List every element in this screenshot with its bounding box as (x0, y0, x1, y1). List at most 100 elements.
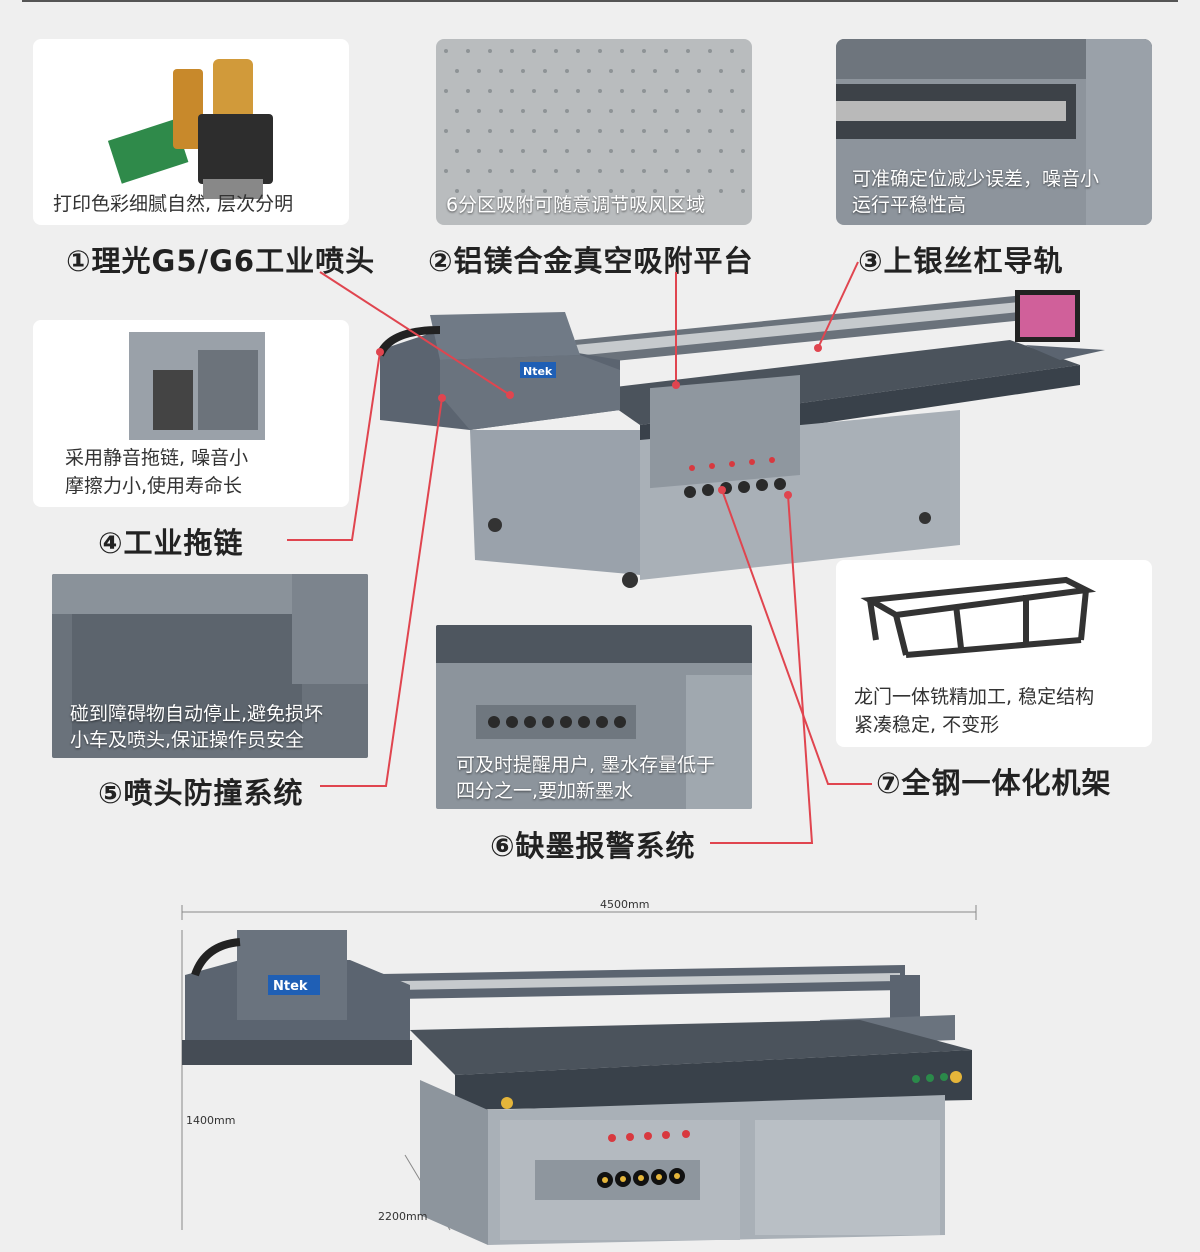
suction-hole (730, 169, 734, 173)
suction-hole (675, 109, 679, 113)
steel-frame-caption-line2: 紧凑稳定, 不变形 (854, 713, 1000, 736)
feature-title-guide-rail: ③上银丝杠导轨 (858, 244, 1064, 278)
suction-hole (565, 69, 569, 73)
suction-hole (675, 69, 679, 73)
suction-hole (543, 69, 547, 73)
suction-hole (532, 49, 536, 53)
suction-hole (543, 149, 547, 153)
print-head-card: 打印色彩细腻自然, 层次分明 (33, 39, 349, 225)
suction-hole (554, 169, 558, 173)
cable-chain-card: 采用静音拖链, 噪音小 摩擦力小,使用寿命长 (33, 320, 349, 507)
suction-hole (741, 149, 745, 153)
suction-hole (664, 89, 668, 93)
suction-hole (565, 149, 569, 153)
dimension-width: 4500mm (600, 898, 650, 911)
steel-frame-card: 龙门一体铣精加工, 稳定结构 紧凑稳定, 不变形 (836, 560, 1152, 747)
cable-chain-caption-line2: 摩擦力小,使用寿命长 (65, 474, 243, 497)
suction-hole (455, 109, 459, 113)
suction-hole (532, 89, 536, 93)
print-head-caption: 打印色彩细腻自然, 层次分明 (53, 193, 294, 215)
suction-hole (631, 149, 635, 153)
feature-title-print-head: ①理光G5/G6工业喷头 (66, 244, 376, 278)
steel-frame-image (860, 576, 1097, 658)
suction-hole (587, 189, 591, 193)
suction-hole (741, 189, 745, 193)
suction-hole (697, 189, 701, 193)
feature-title-anti-collision: ⑤喷头防撞系统 (98, 776, 304, 810)
suction-hole (686, 89, 690, 93)
suction-hole (477, 69, 481, 73)
suction-hole (510, 129, 514, 133)
suction-hole (708, 49, 712, 53)
suction-hole (488, 49, 492, 53)
suction-hole (598, 89, 602, 93)
suction-hole (488, 169, 492, 173)
ink-alarm-image (436, 625, 752, 809)
suction-hole (576, 129, 580, 133)
anti-collision-card: 碰到障碍物自动停止,避免损坏 小车及喷头,保证操作员安全 (52, 574, 368, 758)
guide-rail-caption-line2: 运行平稳性高 (852, 194, 967, 217)
suction-hole (488, 89, 492, 93)
suction-hole (664, 49, 668, 53)
ink-alarm-caption-line2: 四分之一,要加新墨水 (456, 780, 634, 803)
suction-hole (642, 129, 646, 133)
suction-hole (554, 89, 558, 93)
suction-hole (598, 129, 602, 133)
suction-hole (719, 69, 723, 73)
suction-hole (521, 109, 525, 113)
guide-rail-caption: 可准确定位减少误差，噪音小 运行平稳性高 (836, 160, 1152, 225)
steel-frame-caption: 龙门一体铣精加工, 稳定结构 紧凑稳定, 不变形 (854, 684, 1094, 739)
anti-collision-caption-line2: 小车及喷头,保证操作员安全 (70, 729, 305, 752)
suction-hole (697, 109, 701, 113)
suction-hole (466, 169, 470, 173)
suction-hole (466, 49, 470, 53)
suction-hole (598, 49, 602, 53)
vacuum-platform-image (444, 49, 745, 193)
dimension-height: 1400mm (186, 1114, 236, 1127)
suction-hole (598, 169, 602, 173)
anti-collision-caption: 碰到障碍物自动停止,避免损坏 小车及喷头,保证操作员安全 (52, 695, 368, 758)
suction-hole (444, 129, 448, 133)
suction-hole (708, 169, 712, 173)
suction-hole (477, 149, 481, 153)
suction-hole (499, 149, 503, 153)
suction-hole (642, 169, 646, 173)
suction-hole (565, 189, 569, 193)
ink-alarm-card: 可及时提醒用户, 墨水存量低于 四分之一,要加新墨水 (436, 625, 752, 809)
suction-hole (444, 49, 448, 53)
ink-alarm-caption: 可及时提醒用户, 墨水存量低于 四分之一,要加新墨水 (436, 746, 752, 809)
suction-hole (741, 69, 745, 73)
suction-hole (631, 69, 635, 73)
feature-title-ink-alarm: ⑥缺墨报警系统 (490, 829, 696, 863)
suction-hole (686, 49, 690, 53)
suction-hole (444, 89, 448, 93)
suction-hole (455, 69, 459, 73)
ink-alarm-caption-line1: 可及时提醒用户, 墨水存量低于 (456, 753, 716, 776)
suction-hole (499, 69, 503, 73)
suction-hole (664, 169, 668, 173)
suction-hole (554, 129, 558, 133)
cable-chain-caption-line1: 采用静音拖链, 噪音小 (65, 447, 249, 469)
suction-hole (708, 129, 712, 133)
suction-hole (642, 89, 646, 93)
suction-hole (543, 109, 547, 113)
suction-hole (697, 69, 701, 73)
suction-hole (554, 49, 558, 53)
vacuum-platform-card: 6分区吸附可随意调节吸风区域 (436, 39, 752, 225)
suction-hole (686, 129, 690, 133)
suction-hole (521, 69, 525, 73)
suction-hole (444, 169, 448, 173)
suction-hole (543, 189, 547, 193)
suction-hole (664, 129, 668, 133)
guide-rail-card: 可准确定位减少误差，噪音小 运行平稳性高 (836, 39, 1152, 225)
feature-title-cable-chain: ④工业拖链 (98, 526, 244, 560)
machine-illustration-upper: Ntek (287, 261, 1105, 844)
suction-hole (730, 129, 734, 133)
suction-hole (510, 49, 514, 53)
suction-hole (477, 109, 481, 113)
suction-hole (730, 49, 734, 53)
suction-hole (609, 109, 613, 113)
steel-frame-caption-line1: 龙门一体铣精加工, 稳定结构 (854, 686, 1095, 708)
suction-hole (510, 169, 514, 173)
